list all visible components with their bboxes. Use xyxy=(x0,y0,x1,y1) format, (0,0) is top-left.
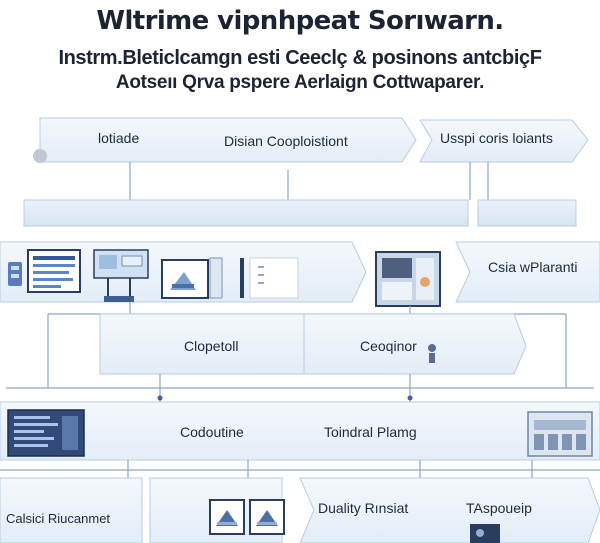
row3-right-label: Ceoqinor xyxy=(360,338,417,354)
control-panel-icon xyxy=(375,251,441,307)
row5-left-panel xyxy=(0,477,143,543)
row2-right-panel xyxy=(455,241,600,303)
row4-right-label: Toindral Plamg xyxy=(324,424,417,440)
row2-bar-right xyxy=(477,199,577,227)
figure-icon xyxy=(428,344,436,363)
pyramid-chart-icon xyxy=(249,499,285,535)
figure-icon xyxy=(470,524,500,543)
row3-connectors xyxy=(6,374,594,402)
machine-screen-icon xyxy=(93,249,149,302)
row5-left-label: Calsici Riucanmet xyxy=(6,511,111,526)
document-icon xyxy=(240,257,299,299)
diagram-subtitle: Instrm.Bleticlcamgn esti Ceeclç & posino… xyxy=(58,47,542,69)
row5-right-label: TAspoueip xyxy=(466,500,532,516)
status-dot xyxy=(33,149,47,163)
diagram-subtitle-2: Aotseıı Qrva pspere Aerlaign Cottwaparer… xyxy=(115,72,485,93)
row1-left-label: lotiade xyxy=(98,130,140,146)
row3-panel xyxy=(99,313,527,375)
row4-connectors xyxy=(0,460,600,478)
pyramid-chart-icon xyxy=(209,499,245,535)
row1-middle-label: Disian Cooploistiont xyxy=(224,133,348,149)
control-panel-icon xyxy=(527,411,593,457)
row5-middle-label: Duality Rınsiat xyxy=(318,500,409,516)
row3-left-label: Clopetoll xyxy=(184,338,239,354)
monitor-icon xyxy=(27,249,81,293)
row4-left-label: Codoutine xyxy=(180,424,244,440)
row1-right-label: Usspi coris loiants xyxy=(440,130,553,146)
row1-right-panel xyxy=(419,119,589,163)
row2-right-label: Csia wPlaranti xyxy=(488,259,578,275)
row2-bar-left xyxy=(23,199,469,227)
row5-right-panel xyxy=(299,477,600,543)
chart-frame-icon xyxy=(161,257,223,299)
terminal-icon xyxy=(7,409,85,457)
row4-panel xyxy=(0,401,600,461)
connector-dot xyxy=(157,395,163,401)
connector-dot xyxy=(407,395,413,401)
diagram-title: Wltrime vipnhpeat Sorıwarn. xyxy=(96,6,504,36)
sensor-board-icon xyxy=(8,262,22,286)
row1-connectors xyxy=(129,162,489,200)
